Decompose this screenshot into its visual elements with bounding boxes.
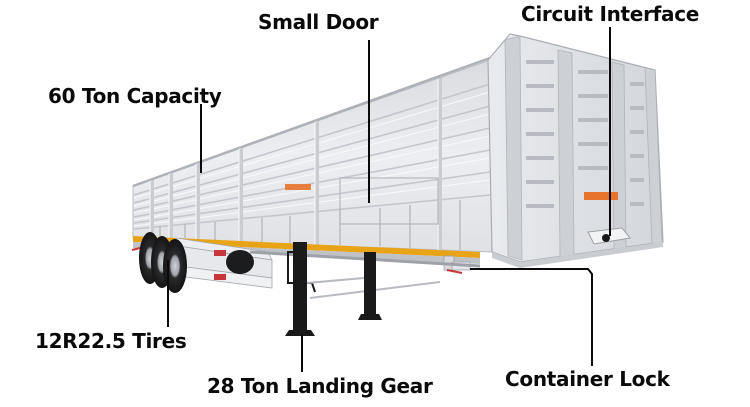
brand-mark-side — [285, 184, 311, 190]
trailer-front-wall — [487, 33, 664, 268]
callout-capacity: 60 Ton Capacity — [48, 84, 222, 108]
callout-tires: 12R22.5 Tires — [35, 329, 187, 353]
callout-small-door: Small Door — [258, 10, 379, 34]
trailer-side-wall — [132, 56, 493, 264]
landing-gear — [285, 242, 382, 336]
leader-lines — [167, 27, 611, 372]
callout-landing-gear: 28 Ton Landing Gear — [207, 374, 433, 398]
callout-circuit-interface: Circuit Interface — [521, 2, 700, 26]
small-door-panel — [339, 177, 439, 225]
leader-line-container-lock — [470, 268, 593, 366]
callout-container-lock: Container Lock — [505, 367, 670, 391]
brand-mark-front — [584, 192, 618, 200]
